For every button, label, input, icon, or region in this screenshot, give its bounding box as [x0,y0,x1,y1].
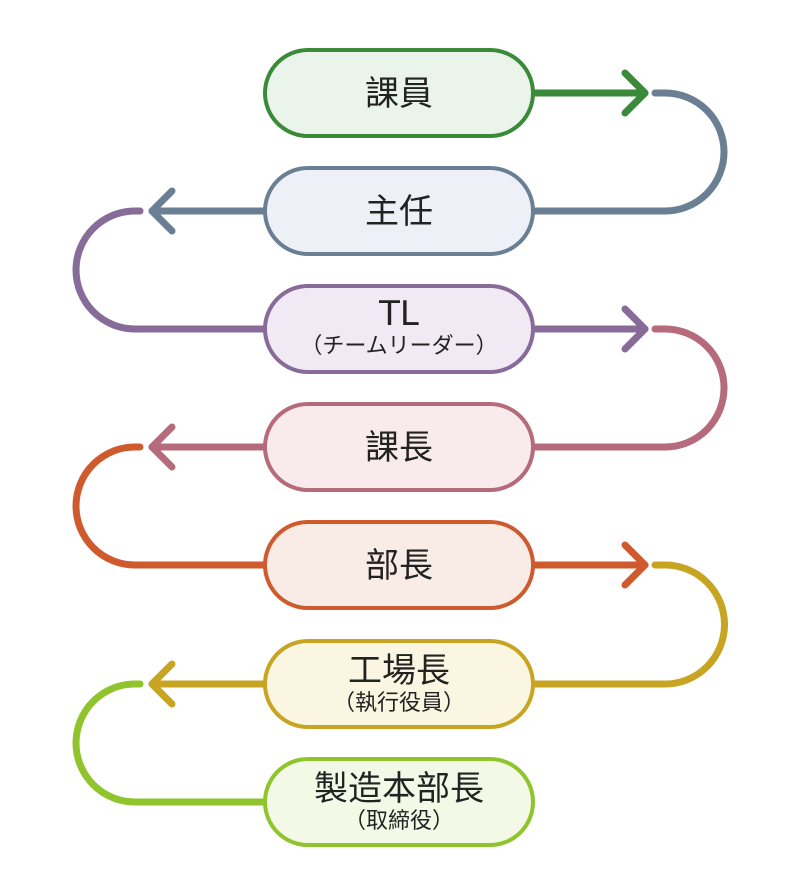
connector-5-loop [529,561,728,688]
connector-4-loop [72,443,269,569]
node-label: TL [378,294,419,334]
node-box [263,284,535,374]
node-label: 製造本部長 [314,769,484,809]
node-label: 課員 [365,74,433,114]
node-kojocho: 工場長 （執行役員） [263,639,535,729]
arrowhead-left-icon [148,187,176,235]
arrowhead-left-icon [148,660,176,708]
node-box [263,166,535,256]
connector-6-loop [72,680,269,806]
node-box [263,48,535,138]
arrowhead-right-icon [621,69,649,117]
node-box [263,757,535,847]
node-kain: 課員 [263,48,535,138]
node-sublabel: （執行役員） [333,691,465,716]
node-sublabel: （チームリーダー） [300,334,497,359]
node-shunin: 主任 [263,166,535,256]
arrowhead-right-icon [621,541,649,589]
connector-1-loop [529,89,728,215]
node-box [263,520,535,610]
connector-2-loop [72,207,269,333]
node-label: 課長 [365,428,433,468]
node-label: 部長 [365,546,433,586]
node-label: 主任 [365,192,433,232]
arrowhead-right-icon [621,305,649,353]
node-seizo-honbucho: 製造本部長 （取締役） [263,757,535,847]
node-label: 工場長 [348,651,450,691]
node-box [263,639,535,729]
node-kacho: 課長 [263,402,535,492]
node-team-leader: TL （チームリーダー） [263,284,535,374]
node-sublabel: （取締役） [344,809,454,834]
node-box [263,402,535,492]
connector-3-loop [529,325,728,451]
node-bucho: 部長 [263,520,535,610]
arrowhead-left-icon [148,423,176,471]
